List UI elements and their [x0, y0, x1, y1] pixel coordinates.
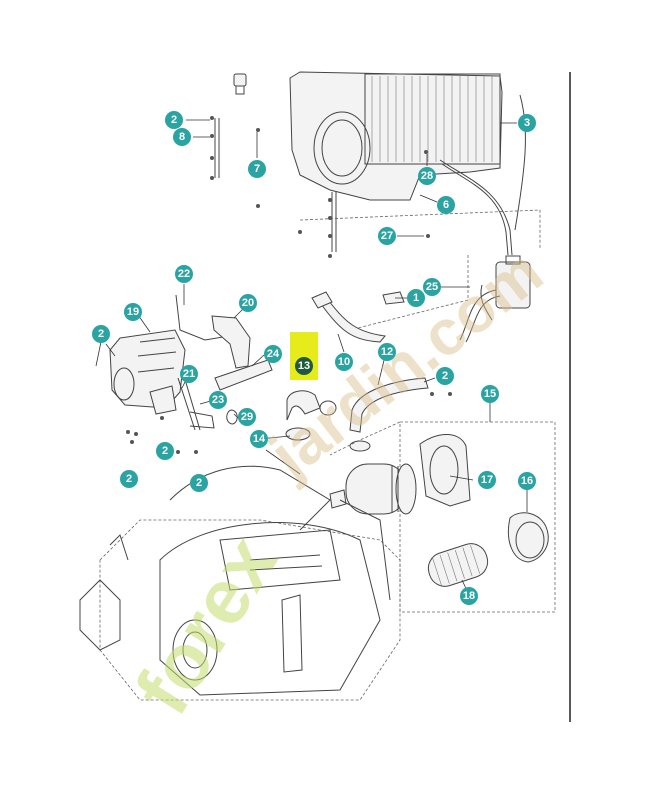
- callout-21[interactable]: 21: [180, 365, 198, 383]
- watermark-primary: forex: [118, 521, 294, 729]
- callout-17[interactable]: 17: [478, 471, 496, 489]
- callout-2[interactable]: 2: [190, 474, 208, 492]
- callout-label: 25: [426, 281, 438, 293]
- callout-label: 2: [162, 445, 168, 457]
- callout-2[interactable]: 2: [92, 325, 110, 343]
- callout-label: 2: [98, 328, 104, 340]
- radiator-assembly: [214, 71, 526, 256]
- callouts: 2 8 7 3 28 6 27 22 19 20 2 24 13 10 12 1…: [92, 111, 536, 605]
- callout-2[interactable]: 2: [156, 442, 174, 460]
- intake-hoses: [285, 291, 429, 452]
- callout-8[interactable]: 8: [173, 128, 191, 146]
- callout-23[interactable]: 23: [209, 391, 227, 409]
- callout-label: 14: [253, 433, 266, 445]
- callout-label: 16: [521, 475, 533, 487]
- callout-label: 2: [442, 370, 448, 382]
- callout-13[interactable]: 13: [295, 357, 313, 375]
- callout-29[interactable]: 29: [238, 408, 256, 426]
- expansion-tank: [459, 255, 531, 343]
- callout-25[interactable]: 25: [423, 278, 441, 296]
- group-frame-coolant: [299, 209, 541, 331]
- callout-label: 18: [463, 590, 475, 602]
- callout-7[interactable]: 7: [248, 160, 266, 178]
- callout-label: 13: [298, 360, 310, 372]
- callout-2[interactable]: 2: [436, 367, 454, 385]
- callout-15[interactable]: 15: [481, 385, 499, 403]
- callout-18[interactable]: 18: [460, 587, 478, 605]
- callout-2[interactable]: 2: [165, 111, 183, 129]
- callout-2[interactable]: 2: [120, 470, 138, 488]
- callout-label: 7: [254, 163, 260, 175]
- callout-28[interactable]: 28: [418, 167, 436, 185]
- callout-label: 2: [126, 473, 132, 485]
- callout-label: 2: [196, 477, 202, 489]
- callout-label: 15: [484, 388, 496, 400]
- callout-12[interactable]: 12: [378, 343, 396, 361]
- callout-label: 17: [481, 474, 493, 486]
- callout-label: 6: [443, 199, 449, 211]
- engine-frame: [79, 465, 401, 701]
- callout-label: 21: [183, 368, 195, 380]
- callout-14[interactable]: 14: [250, 430, 268, 448]
- callout-27[interactable]: 27: [378, 227, 396, 245]
- callout-label: 3: [524, 117, 530, 129]
- callout-label: 24: [267, 348, 280, 360]
- callout-10[interactable]: 10: [335, 353, 353, 371]
- callout-label: 27: [381, 230, 393, 242]
- cover-bracket-assembly: [109, 116, 452, 454]
- callout-1[interactable]: 1: [407, 289, 425, 307]
- callout-19[interactable]: 19: [124, 303, 142, 321]
- callout-20[interactable]: 20: [239, 294, 257, 312]
- callout-label: 1: [413, 292, 419, 304]
- callout-label: 10: [338, 356, 350, 368]
- air-filter-assembly: [329, 421, 556, 613]
- callout-16[interactable]: 16: [518, 472, 536, 490]
- callout-24[interactable]: 24: [264, 345, 282, 363]
- callout-label: 28: [421, 170, 433, 182]
- callout-6[interactable]: 6: [437, 196, 455, 214]
- callout-3[interactable]: 3: [518, 114, 536, 132]
- callout-label: 2: [171, 114, 177, 126]
- callout-22[interactable]: 22: [175, 265, 193, 283]
- callout-label: 19: [127, 306, 139, 318]
- callout-label: 20: [242, 297, 254, 309]
- callout-label: 22: [178, 268, 190, 280]
- callout-label: 8: [179, 131, 185, 143]
- callout-label: 23: [212, 394, 224, 406]
- callout-label: 12: [381, 346, 393, 358]
- callout-label: 29: [241, 411, 253, 423]
